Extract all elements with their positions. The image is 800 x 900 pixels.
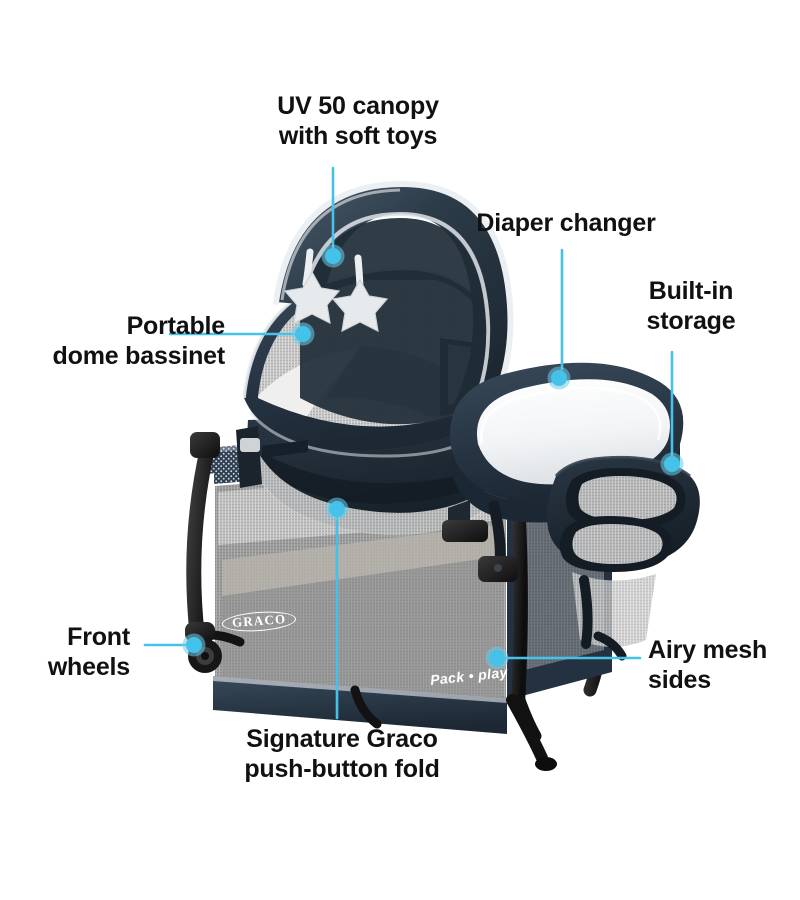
callout-label-airy-mesh-sides: Airy mesh sides <box>648 636 768 694</box>
canopy-outer-piping <box>273 180 514 421</box>
star-toy-left <box>283 248 341 325</box>
callout-label-diaper-changer: Diaper changer <box>476 209 656 237</box>
callout-label-uv-canopy: UV 50 canopy with soft toys <box>277 92 439 150</box>
star-shape-left <box>283 270 341 325</box>
callout-label-push-button-fold: Signature Graco push-button fold <box>244 725 440 783</box>
star-shape-right <box>331 278 389 333</box>
storage-pocket-lower <box>572 524 663 564</box>
storage-organizer <box>546 455 700 661</box>
bassinet-strap-buckle <box>236 426 308 488</box>
storage-hanging-bag <box>572 572 656 647</box>
center-support-leg <box>350 685 382 729</box>
left-corner-post <box>186 432 220 650</box>
callout-label-portable-dome-bassinet: Portable dome bassinet <box>52 312 226 370</box>
star-toy-right <box>331 254 389 333</box>
callout-label-front-wheels: Front wheels <box>47 623 130 681</box>
storage-pocket-upper <box>578 476 677 520</box>
front-right-leg <box>506 694 557 771</box>
callout-label-built-in-storage: Built-in storage <box>646 277 736 335</box>
